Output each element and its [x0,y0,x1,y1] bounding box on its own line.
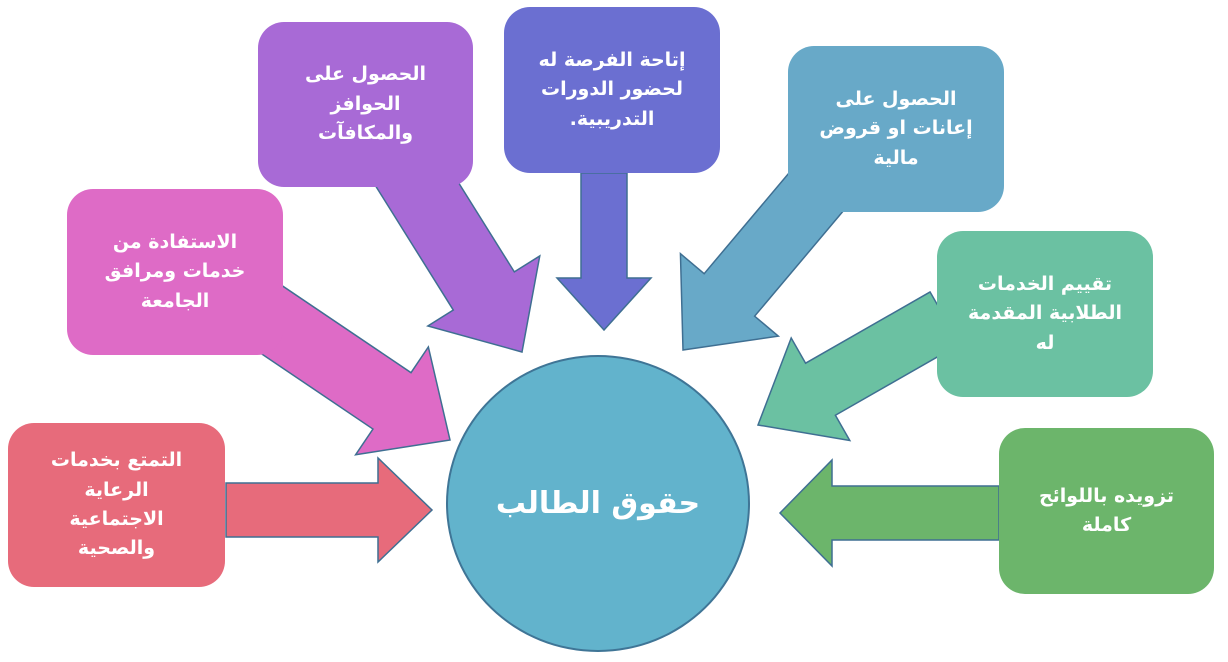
box-healthcare: التمتع بخدمات الرعاية الاجتماعية والصحية [8,423,225,587]
box-evaluate-services: تقييم الخدمات الطلابية المقدمة له [937,231,1153,397]
box-text-line: إعانات او قروض [819,117,973,140]
box-text-line: تقييم الخدمات [977,272,1113,295]
arrow-training-courses [555,172,653,332]
box-incentives: الحصول على الحوافز والمكافآت [258,22,473,187]
box-text-line: مالية [873,146,919,169]
box-financial-aid: الحصول على إعانات او قروض مالية [788,46,1004,212]
box-text-line: إتاحة الفرصة له [538,48,686,71]
arrow-evaluate-services [756,290,961,442]
box-text-line: الاجتماعية [69,508,164,530]
box-text-line: كاملة [1081,514,1132,536]
center-circle: حقوق الطالب [446,355,750,652]
box-text-line: لحضور الدورات [541,78,683,101]
box-text-line: والمكافآت [317,122,414,145]
box-text-line: الاستفادة من [112,230,238,253]
box-text-line: له [1035,331,1055,354]
box-text-line: الحصول على [835,87,957,110]
box-training-courses: إتاحة الفرصة له لحضور الدورات التدريبية. [504,7,720,173]
box-text-line: الحوافز [330,92,401,115]
arrow-healthcare [225,456,434,564]
arrow-regulations [778,458,1000,568]
box-text-line: خدمات ومرافق [104,260,246,283]
box-text-line: التمتع بخدمات [50,449,183,472]
box-university-facilities: الاستفادة من خدمات ومرافق الجامعة [67,189,283,355]
box-text-line: التدريبية. [569,107,655,130]
center-label: حقوق الطالب [495,486,701,521]
box-regulations: تزويده باللوائح كاملة [999,428,1214,594]
box-text-line: الحصول على [304,63,427,86]
box-text-line: تزويده باللوائح [1038,484,1175,507]
arrow-university-facilities [229,275,451,456]
box-text-line: الرعاية [84,478,149,501]
box-text-line: الطلابية المقدمة [968,302,1122,325]
box-text-line: الجامعة [140,289,210,312]
box-text-line: والصحية [77,537,156,560]
